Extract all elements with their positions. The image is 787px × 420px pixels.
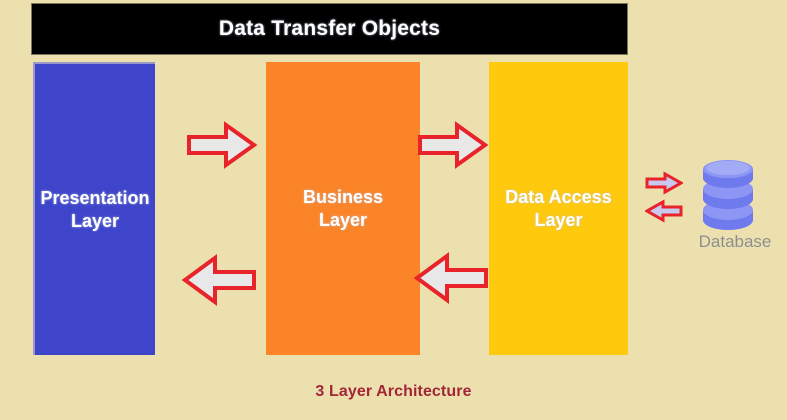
business-layer-label-line1: Business xyxy=(302,187,384,207)
diagram-caption: 3 Layer Architecture xyxy=(315,383,472,400)
data-access-layer-label-line1: Data Access xyxy=(505,187,612,207)
presentation-layer-label-line1: Presentation xyxy=(40,188,150,208)
database-label: Database xyxy=(698,232,772,251)
banner-title: Data Transfer Objects xyxy=(218,17,441,40)
arrow-left-icon-business-to-presentation xyxy=(181,253,257,307)
arrow-right-icon-data-access-to-database xyxy=(645,171,683,195)
arrow-left-icon-data-access-to-business xyxy=(413,251,489,305)
database-icon xyxy=(700,160,756,234)
database-group: Database xyxy=(693,160,773,265)
arrow-left-icon-database-to-data-access xyxy=(645,199,683,223)
arrow-right-icon-presentation-to-business xyxy=(186,120,258,170)
presentation-layer-label-line2: Layer xyxy=(70,210,120,231)
arrow-right-icon-business-to-data-access xyxy=(417,120,489,170)
business-layer-label-line2: Layer xyxy=(318,209,368,230)
data-access-layer-label-line2: Layer xyxy=(534,209,583,230)
data-transfer-objects-banner: Data Transfer Objects xyxy=(31,3,628,55)
